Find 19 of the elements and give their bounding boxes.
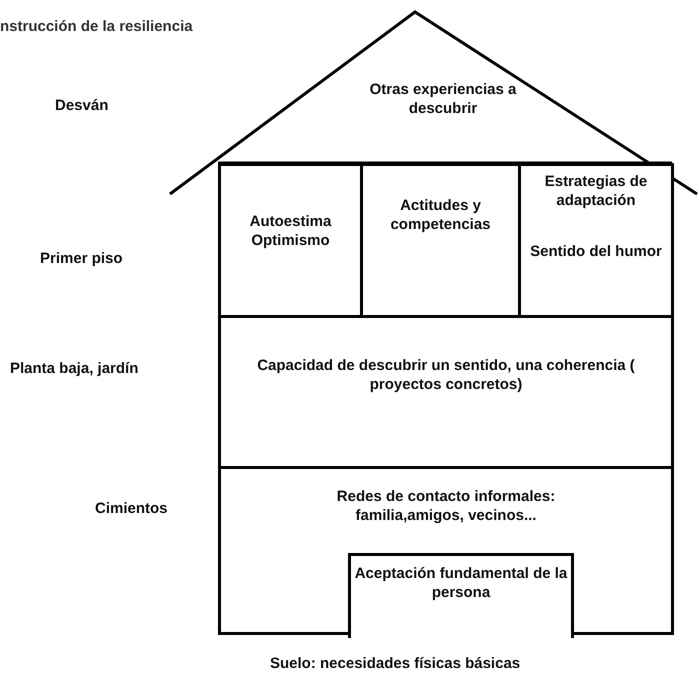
floor-label: Planta baja, jardín xyxy=(10,360,138,377)
floor-label: Primer piso xyxy=(40,250,123,267)
room-text: Autoestima Optimismo xyxy=(248,212,332,250)
room-text: Estrategias de adaptación xyxy=(544,172,648,210)
floor-label: Cimientos xyxy=(95,500,168,517)
room-box xyxy=(218,163,363,318)
room-text: Otras experiencias a descubrir xyxy=(368,80,518,118)
room-text: Sentido del humor xyxy=(529,242,663,261)
title: nstrucción de la resiliencia xyxy=(0,18,193,35)
floor-label: Suelo: necesidades físicas básicas xyxy=(270,655,520,672)
room-text: Aceptación fundamental de la persona xyxy=(354,564,568,602)
floor-label: Desván xyxy=(55,97,108,114)
room-box xyxy=(348,553,574,638)
room-text: Actitudes y competencias xyxy=(389,196,492,234)
room-box xyxy=(518,163,674,318)
room-box xyxy=(218,315,674,469)
room-text: Capacidad de descubrir un sentido, una coherencia ( proyectos concretos) xyxy=(256,356,636,394)
room-text: Redes de contacto informales: familia,amigos, vecinos... xyxy=(336,487,556,525)
room-box xyxy=(218,466,674,635)
